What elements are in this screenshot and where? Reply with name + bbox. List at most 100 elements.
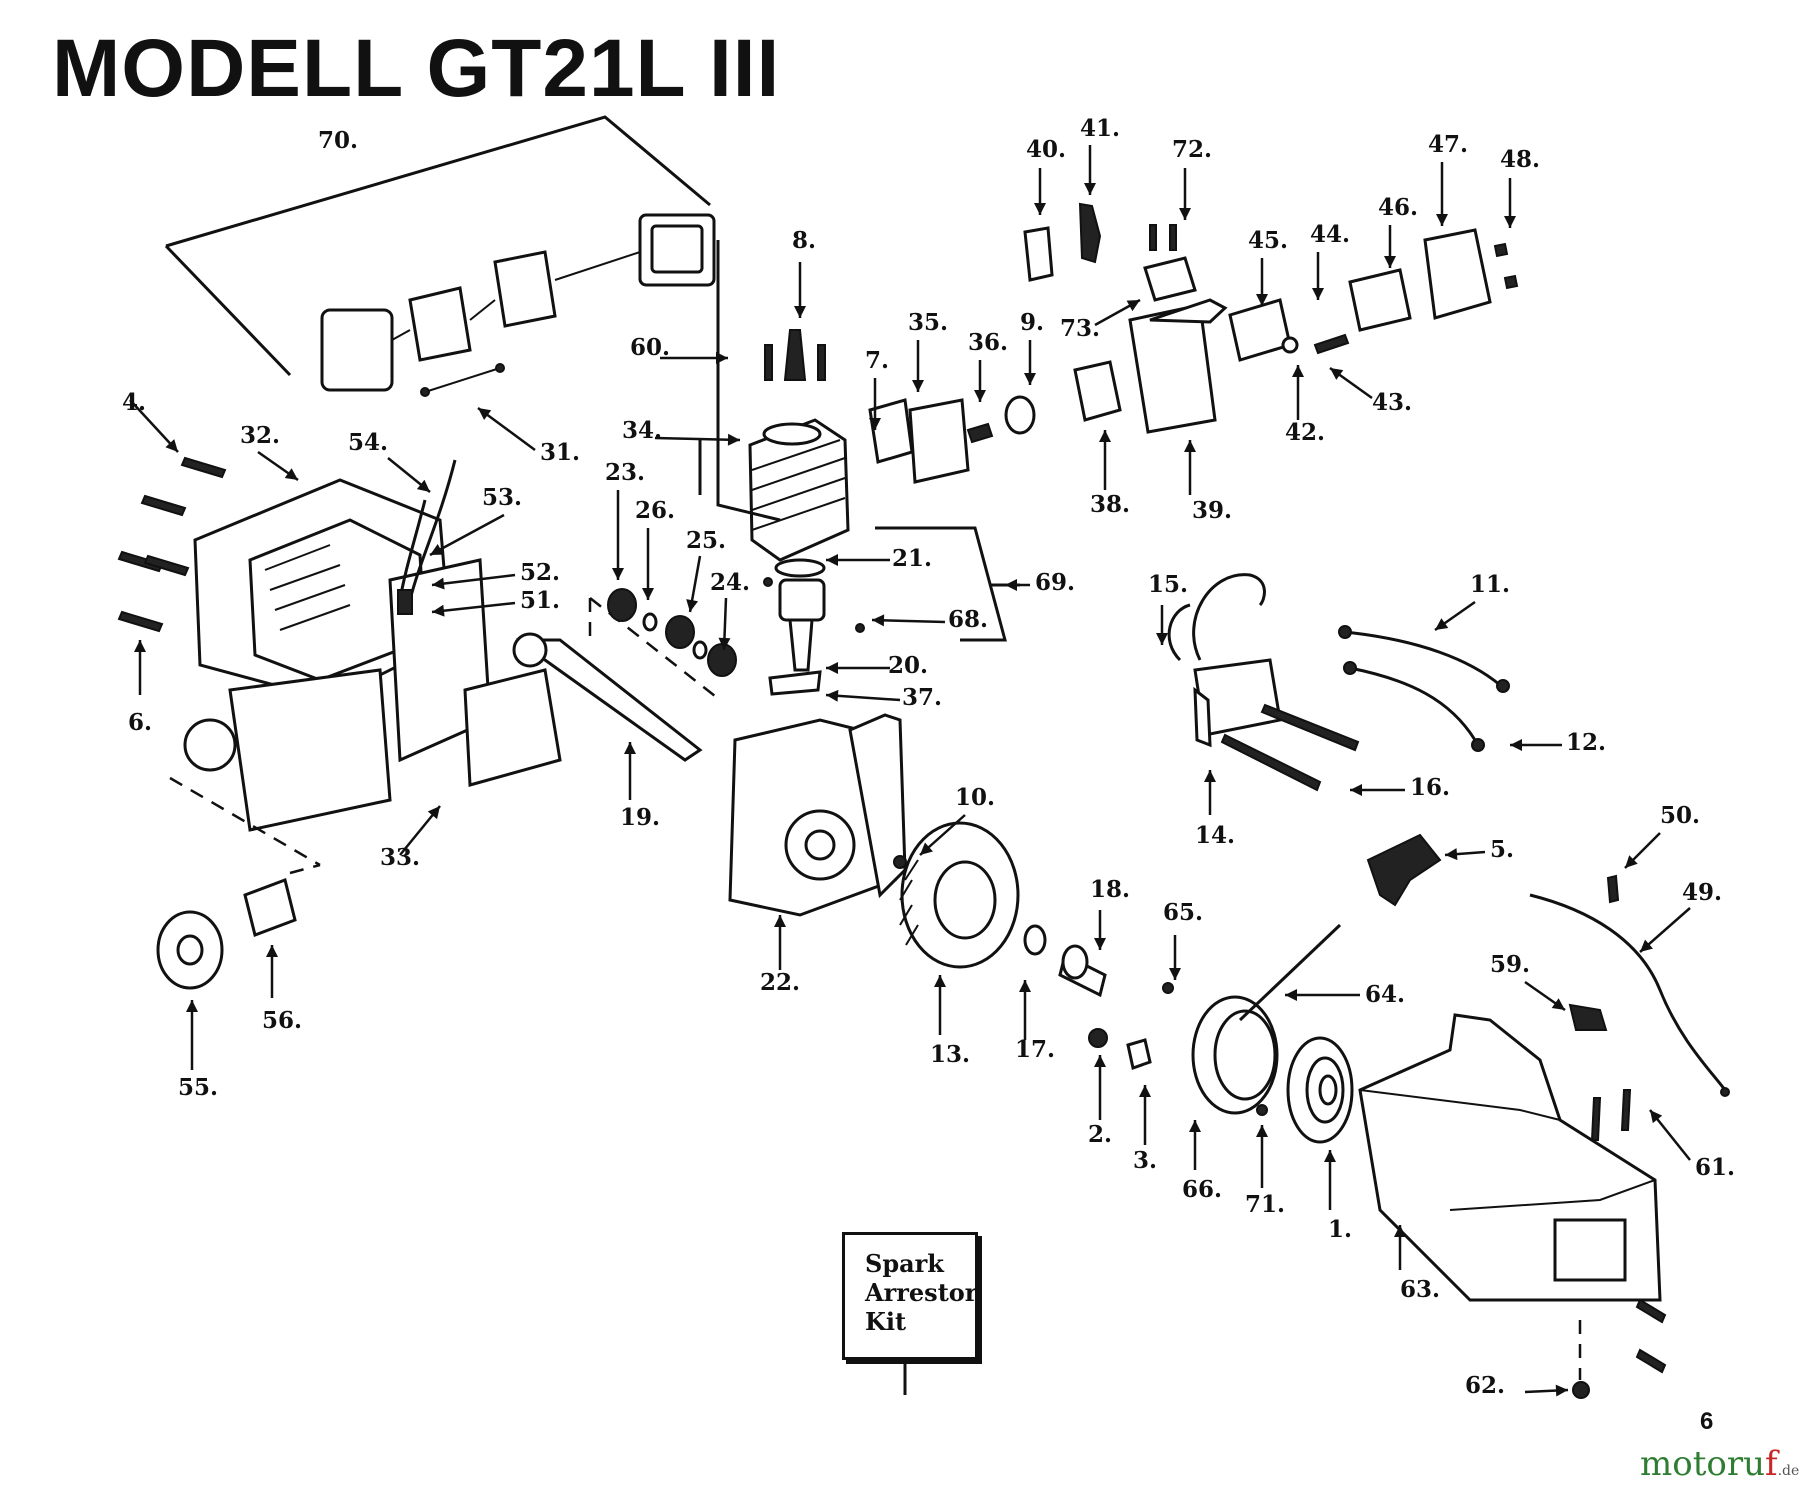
part-label-31: 31. (540, 439, 580, 466)
part-label-38: 38. (1090, 491, 1130, 518)
arrow-head (686, 599, 699, 612)
arrow-head (624, 742, 636, 754)
watermark-logo: motoruf.de (1640, 1444, 1799, 1484)
part-label-62: 62. (1465, 1372, 1505, 1399)
part-label-61: 61. (1695, 1154, 1735, 1181)
part-label-16: 16. (1410, 774, 1450, 801)
part-label-9: 9. (1020, 309, 1044, 336)
part-label-48: 48. (1500, 146, 1540, 173)
part-label-14: 14. (1195, 822, 1235, 849)
starter-handle (1366, 833, 1442, 907)
part-label-23: 23. (605, 459, 645, 486)
part-label-52: 52. (520, 559, 560, 586)
arrow-head (794, 306, 806, 318)
arrow-head (1126, 300, 1140, 312)
arrow-head (826, 662, 838, 674)
part-label-17: 17. (1015, 1036, 1055, 1063)
part-label-45: 45. (1248, 227, 1288, 254)
part-label-2: 2. (1088, 1121, 1112, 1148)
ground-wires (1338, 625, 1510, 752)
part-label-25: 25. (686, 527, 726, 554)
part-label-73: 73. (1060, 315, 1100, 342)
part-label-3: 3. (1133, 1147, 1157, 1174)
arrow-head (1156, 633, 1168, 645)
part-label-49: 49. (1682, 879, 1722, 906)
part-label-47: 47. (1428, 131, 1468, 158)
arrow-head (1640, 939, 1653, 952)
arrow-head (1625, 855, 1638, 868)
leader-arrow (654, 436, 741, 442)
part-label-43: 43. (1372, 389, 1412, 416)
part-label-7: 7. (865, 347, 889, 374)
arrow-head (1436, 214, 1448, 226)
part-label-66: 66. (1182, 1176, 1222, 1203)
part-label-4: 4. (122, 389, 146, 416)
arrow-head (920, 842, 933, 855)
arrow-head (1189, 1120, 1201, 1132)
arrow-head (1285, 989, 1297, 1001)
part-label-68: 68. (948, 606, 988, 633)
arrow-head (1179, 208, 1191, 220)
arrow-head (1650, 1110, 1663, 1124)
arrow-head (1324, 1150, 1336, 1162)
starter-pulley (1191, 923, 1342, 1116)
arrow-head (1350, 784, 1362, 796)
arrow-head (416, 479, 430, 492)
arrow-head (1169, 968, 1181, 980)
engine-housing (169, 478, 492, 867)
arrow-head (1184, 440, 1196, 452)
part-label-59: 59. (1490, 951, 1530, 978)
part-label-10: 10. (955, 784, 995, 811)
housing-screws (1572, 1089, 1667, 1399)
arrow-head (1256, 294, 1268, 306)
part-label-51: 51. (520, 587, 560, 614)
leader-arrow (825, 693, 901, 702)
arrow-head (912, 380, 924, 392)
part-label-64: 64. (1365, 981, 1405, 1008)
piston-group (588, 558, 865, 701)
part-label-39: 39. (1192, 497, 1232, 524)
page-number: 6 (1700, 1408, 1714, 1435)
arrow-head (1139, 1085, 1151, 1097)
starter-hub (1023, 924, 1107, 998)
small-fasteners (1088, 982, 1174, 1070)
carburetor-parts (868, 202, 1519, 484)
arrow-head (1094, 1055, 1106, 1067)
arrow-head (1084, 183, 1096, 195)
watermark-tld: .de (1777, 1463, 1800, 1479)
leader-arrow (431, 601, 516, 614)
arrow-head (1292, 365, 1304, 377)
part-label-71: 71. (1245, 1191, 1285, 1218)
throttle-cable (1529, 874, 1730, 1097)
leader-arrow (431, 573, 516, 587)
arrow-head (1435, 618, 1449, 630)
arrow-head (1034, 203, 1046, 215)
arrow-head (432, 604, 445, 617)
arrow-head (427, 806, 440, 820)
arrow-head (727, 433, 740, 446)
part-label-19: 19. (620, 804, 660, 831)
arrow-head (1510, 739, 1522, 751)
crankshaft (463, 632, 703, 787)
cylinder (698, 240, 850, 562)
air-filter-parts (320, 213, 716, 397)
part-label-63: 63. (1400, 1276, 1440, 1303)
part-label-21: 21. (892, 545, 932, 572)
part-label-18: 18. (1090, 876, 1130, 903)
part-label-65: 65. (1163, 899, 1203, 926)
part-label-46: 46. (1378, 194, 1418, 221)
arrow-head (1551, 998, 1565, 1010)
arrow-head (134, 640, 146, 652)
arrow-head (716, 352, 728, 364)
part-label-32: 32. (240, 422, 280, 449)
part-label-22: 22. (760, 969, 800, 996)
part-label-8: 8. (792, 227, 816, 254)
part-label-37: 37. (902, 684, 942, 711)
part-label-6: 6. (128, 709, 152, 736)
air-filter-assembly-bracket (164, 115, 711, 377)
arrow-head (1204, 770, 1216, 782)
page-title: MODELL GT21L III (52, 23, 781, 114)
part-label-26: 26. (635, 497, 675, 524)
fuel-lines (397, 459, 457, 615)
arrow-head (774, 915, 786, 927)
